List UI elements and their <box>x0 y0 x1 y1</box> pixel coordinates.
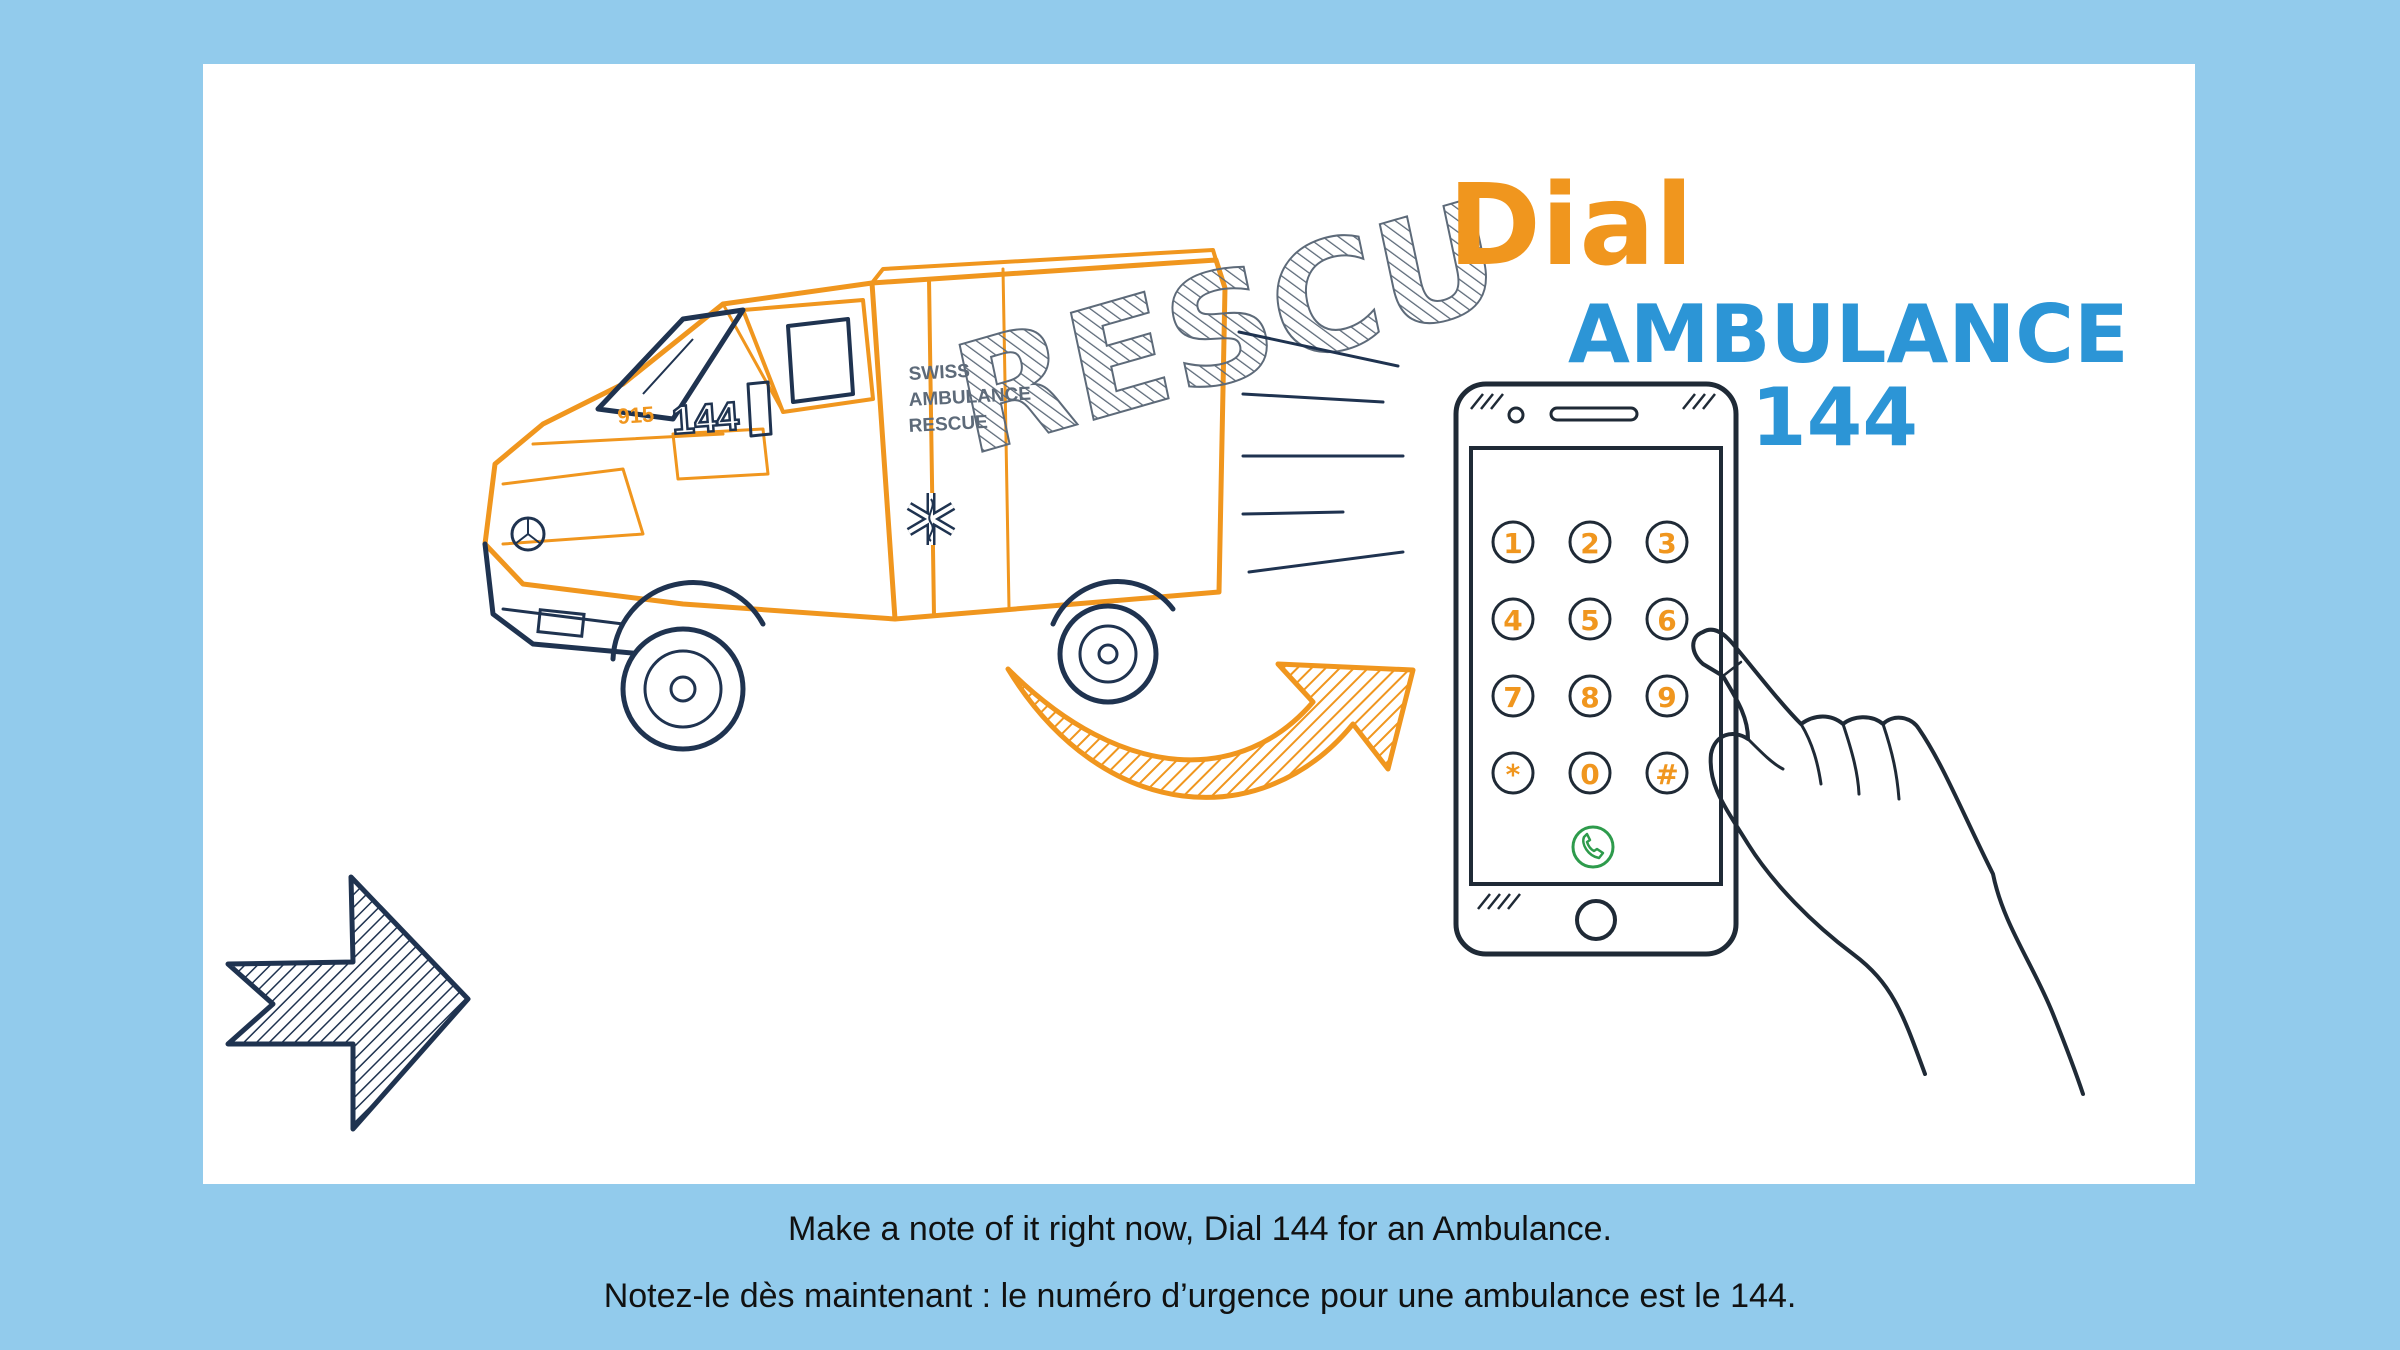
phone-key-label: # <box>1655 758 1678 791</box>
side-text-line-3: RESCUE <box>908 412 988 437</box>
phone-call-icon[interactable] <box>1571 825 1615 869</box>
phone-key-7[interactable]: 7 <box>1491 674 1535 718</box>
heading-number: 144 <box>1751 371 1918 464</box>
phone-key-6[interactable]: 6 <box>1645 597 1689 641</box>
star-of-life-icon <box>906 493 956 545</box>
heading-ambulance: AMBULANCE <box>1568 288 2129 381</box>
phone-key-label: 8 <box>1580 681 1599 714</box>
phone-key-4[interactable]: 4 <box>1491 597 1535 641</box>
phone-key-label: 9 <box>1657 681 1676 714</box>
phone-key-5[interactable]: 5 <box>1568 597 1612 641</box>
side-text-line-1: SWISS <box>908 361 970 385</box>
phone-keypad: 1 2 3 4 5 6 7 8 9 * 0 # <box>1491 520 1689 869</box>
ambulance-front-wheel <box>610 580 766 752</box>
phone-key-label: 1 <box>1503 527 1522 560</box>
slide-canvas: RESCU <box>203 64 2195 1184</box>
phone-key-label: 0 <box>1580 758 1599 791</box>
motion-lines <box>1237 330 1405 574</box>
phone-key-label: 2 <box>1580 527 1599 560</box>
vehicle-code: 915 <box>617 401 655 429</box>
phone-key-star[interactable]: * <box>1491 751 1535 795</box>
phone-key-8[interactable]: 8 <box>1568 674 1612 718</box>
curved-arrow-icon <box>1005 661 1416 800</box>
caption-english: Make a note of it right now, Dial 144 fo… <box>787 1210 1613 1248</box>
phone-key-label: 6 <box>1657 604 1676 637</box>
ambulance-rear-wheel <box>1050 579 1176 705</box>
phone-key-label: 5 <box>1580 604 1599 637</box>
phone-key-label: 3 <box>1657 527 1676 560</box>
slide-illustration: RESCU <box>225 161 2129 1132</box>
rescue-graphic: RESCU <box>939 165 1515 491</box>
ambulance-illustration: RESCU <box>482 165 1515 752</box>
rescue-graphic-letters: RESCU <box>940 166 1514 490</box>
heading-dial: Dial <box>1448 161 1693 291</box>
phone-key-label: 4 <box>1503 604 1522 637</box>
phone-key-3[interactable]: 3 <box>1645 520 1689 564</box>
phone-key-hash[interactable]: # <box>1645 751 1689 795</box>
caption-french: Notez-le dès maintenant : le numéro d’ur… <box>603 1277 1797 1315</box>
phone-key-label: 7 <box>1503 681 1522 714</box>
pointing-hand-icon <box>1691 627 2085 1096</box>
phone-key-label: * <box>1506 758 1521 791</box>
phone-illustration: 1 2 3 4 5 6 7 8 9 * 0 # <box>1453 381 1739 957</box>
phone-key-0[interactable]: 0 <box>1568 751 1612 795</box>
right-arrow-icon <box>225 874 471 1132</box>
phone-key-9[interactable]: 9 <box>1645 674 1689 718</box>
phone-key-2[interactable]: 2 <box>1568 520 1612 564</box>
side-number: 144 <box>671 394 741 443</box>
phone-key-1[interactable]: 1 <box>1491 520 1535 564</box>
